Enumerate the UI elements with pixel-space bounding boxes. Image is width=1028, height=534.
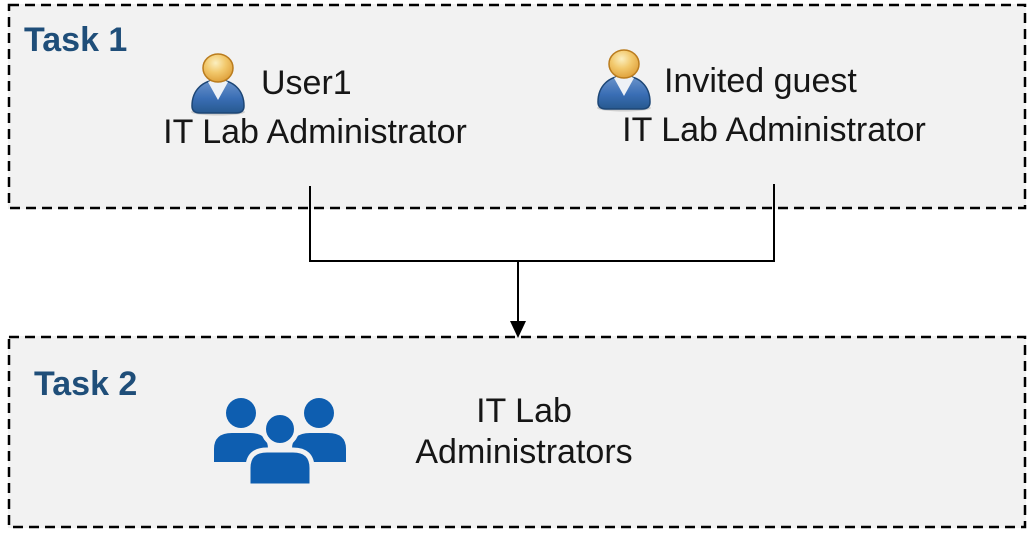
task1-label: Task 1 — [24, 21, 128, 59]
group-name-line2: Administrators — [415, 433, 633, 471]
actor-role-invited-guest: IT Lab Administrator — [622, 111, 926, 149]
person-icon — [191, 53, 245, 116]
actor-name-invited-guest: Invited guest — [664, 62, 857, 100]
task1-box — [8, 4, 1026, 209]
group-name-line1: IT Lab — [476, 392, 572, 430]
group-name: IT Lab Administrators — [374, 391, 674, 473]
person-icon — [597, 49, 651, 112]
task2-label: Task 2 — [34, 365, 138, 403]
user-group-icon — [214, 398, 346, 489]
actor-name-user1: User1 — [261, 64, 352, 102]
actor-role-user1: IT Lab Administrator — [163, 113, 467, 151]
